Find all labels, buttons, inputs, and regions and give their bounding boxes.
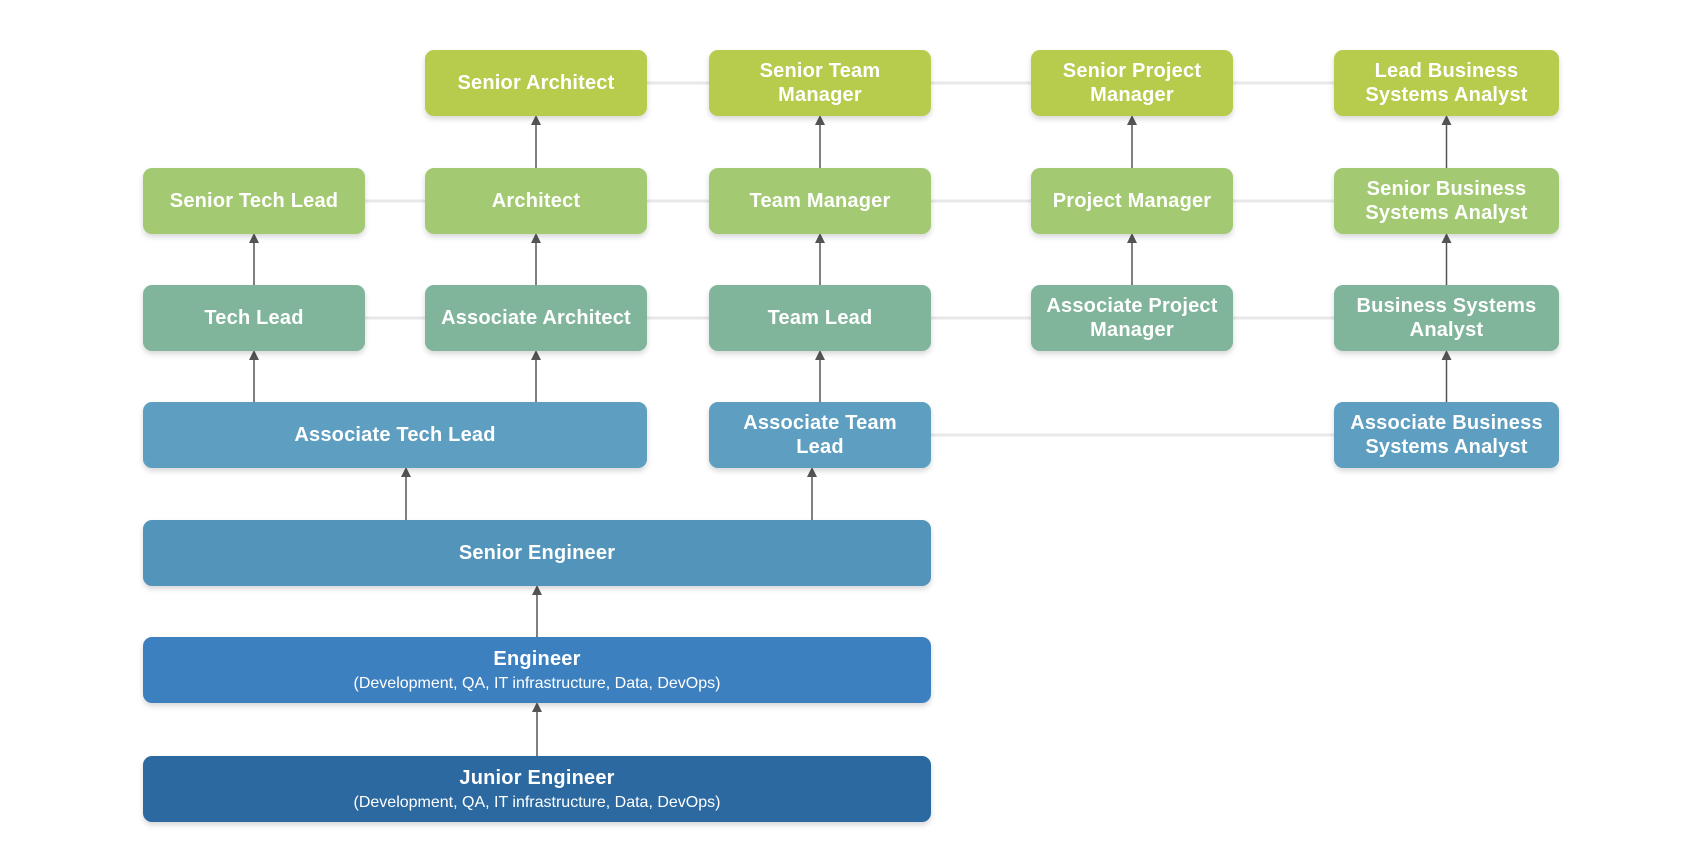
node-label: Senior Business Systems Analyst	[1365, 178, 1528, 224]
node-label: Senior Team Manager	[759, 60, 881, 106]
node-label: Lead Business Systems Analyst	[1365, 60, 1528, 106]
node-label: Team Manager	[749, 190, 891, 212]
node-label: Senior Tech Lead	[169, 190, 339, 212]
node-label: Senior Engineer	[458, 542, 616, 564]
node-engineer: Engineer (Development, QA, IT infrastruc…	[143, 637, 931, 703]
node-label: Junior Engineer	[459, 766, 615, 789]
node-label: Associate Project Manager	[1046, 295, 1218, 341]
node-label: Senior Project Manager	[1062, 60, 1202, 106]
node-senior-business-systems-analyst: Senior Business Systems Analyst	[1334, 168, 1559, 234]
node-team-lead: Team Lead	[709, 285, 931, 351]
node-label: Architect	[491, 190, 581, 212]
node-label: Project Manager	[1052, 190, 1212, 212]
node-senior-project-manager: Senior Project Manager	[1031, 50, 1233, 116]
node-associate-business-systems-analyst: Associate Business Systems Analyst	[1334, 402, 1559, 468]
node-sublabel: (Development, QA, IT infrastructure, Dat…	[353, 674, 721, 692]
node-project-manager: Project Manager	[1031, 168, 1233, 234]
node-label: Tech Lead	[204, 307, 304, 329]
node-label: Senior Architect	[457, 72, 615, 94]
node-senior-architect: Senior Architect	[425, 50, 647, 116]
node-label: Team Lead	[767, 307, 873, 329]
node-label: Associate Business Systems Analyst	[1350, 412, 1543, 458]
node-label: Associate Architect	[441, 307, 631, 329]
node-senior-engineer: Senior Engineer	[143, 520, 931, 586]
node-senior-team-manager: Senior Team Manager	[709, 50, 931, 116]
node-junior-engineer: Junior Engineer (Development, QA, IT inf…	[143, 756, 931, 822]
node-tech-lead: Tech Lead	[143, 285, 365, 351]
node-business-systems-analyst: Business Systems Analyst	[1334, 285, 1559, 351]
node-architect: Architect	[425, 168, 647, 234]
node-sublabel: (Development, QA, IT infrastructure, Dat…	[353, 793, 721, 811]
node-label: Associate Team Lead	[743, 412, 897, 458]
node-associate-tech-lead: Associate Tech Lead	[143, 402, 647, 468]
node-label: Associate Tech Lead	[294, 424, 496, 446]
node-lead-business-systems-analyst: Lead Business Systems Analyst	[1334, 50, 1559, 116]
node-associate-architect: Associate Architect	[425, 285, 647, 351]
node-label: Business Systems Analyst	[1356, 295, 1537, 341]
node-team-manager: Team Manager	[709, 168, 931, 234]
node-senior-tech-lead: Senior Tech Lead	[143, 168, 365, 234]
node-associate-team-lead: Associate Team Lead	[709, 402, 931, 468]
node-label: Engineer	[493, 647, 581, 670]
node-associate-project-manager: Associate Project Manager	[1031, 285, 1233, 351]
